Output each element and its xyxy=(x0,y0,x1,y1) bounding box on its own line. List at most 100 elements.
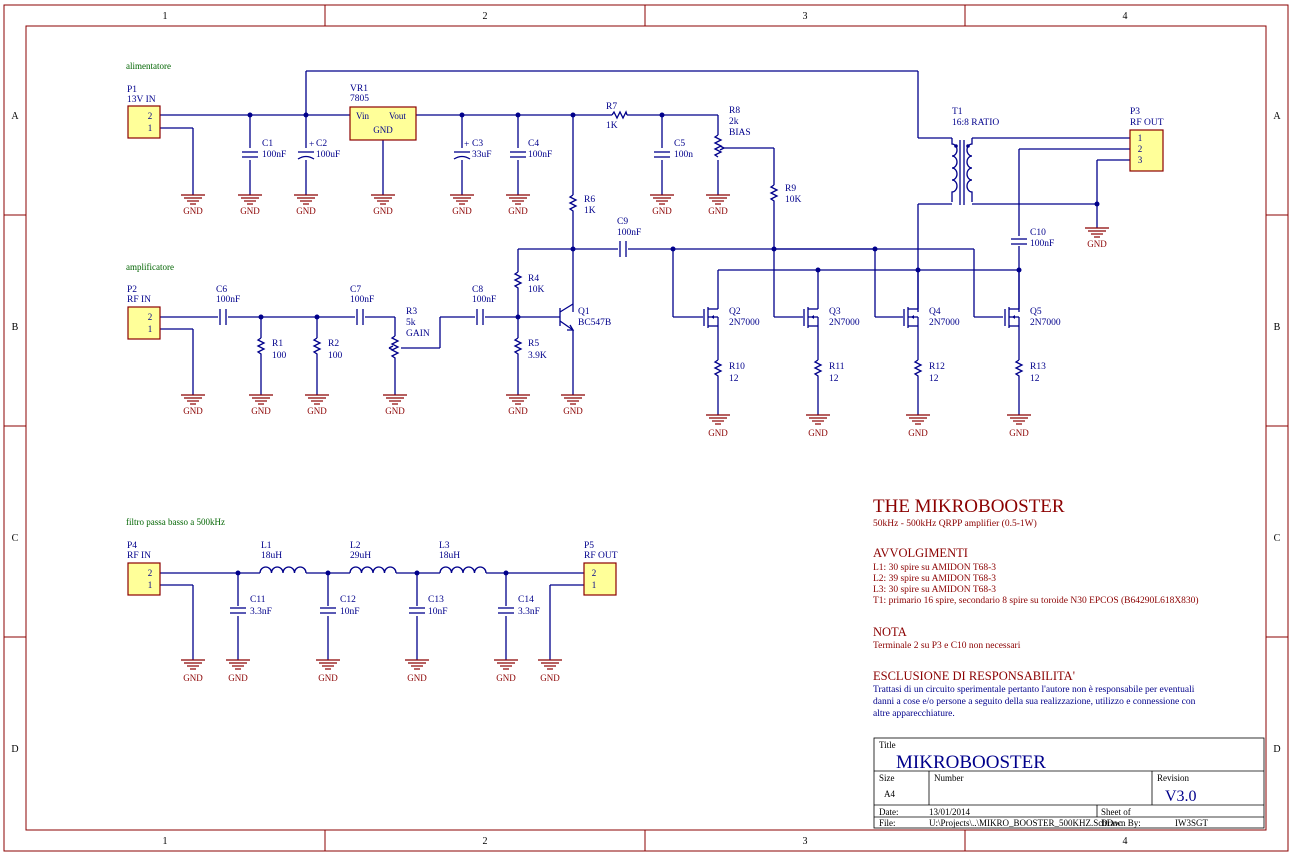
ground-symbol: GND xyxy=(506,194,530,216)
junction-dot xyxy=(247,112,253,118)
svg-text:12: 12 xyxy=(929,374,939,384)
size-label: Size xyxy=(879,773,895,783)
ground-symbol: GND xyxy=(249,394,273,416)
svg-text:C1: C1 xyxy=(262,139,273,149)
svg-text:C12: C12 xyxy=(340,595,356,605)
title-label: Title xyxy=(879,740,896,750)
svg-text:10K: 10K xyxy=(785,195,802,205)
svg-text:1: 1 xyxy=(1138,133,1143,143)
svg-text:100nF: 100nF xyxy=(1030,239,1054,249)
capacitor-c12: C12 10nF xyxy=(320,595,360,617)
connector-p4: 2 1 P4 RF IN xyxy=(127,541,161,596)
svg-text:GND: GND xyxy=(908,428,928,438)
svg-text:GND: GND xyxy=(240,206,260,216)
svg-text:2N7000: 2N7000 xyxy=(829,318,860,328)
svg-text:GND: GND xyxy=(1009,428,1029,438)
resistor-r4: R4 10K xyxy=(513,271,545,295)
power-wires xyxy=(160,70,952,312)
notes-subtitle: 50kHz - 500kHz QRPP amplifier (0.5-1W) xyxy=(873,518,1037,529)
svg-text:1: 1 xyxy=(592,580,597,590)
ground-symbol: GND xyxy=(494,659,518,683)
svg-text:100nF: 100nF xyxy=(262,150,286,160)
svg-text:2: 2 xyxy=(592,568,597,578)
ground-symbol: GND xyxy=(226,659,250,683)
resistor-r12: R12 12 xyxy=(913,359,945,384)
svg-text:BC547B: BC547B xyxy=(578,318,611,328)
capacitor-c13: C13 10nF xyxy=(409,595,448,617)
svg-text:Q2: Q2 xyxy=(729,307,741,317)
p4-name: RF IN xyxy=(127,551,151,561)
frame-col-4-bottom: 4 xyxy=(1123,836,1128,847)
svg-text:R2: R2 xyxy=(328,339,339,349)
junction-dot xyxy=(515,314,521,320)
p5-ref: P5 xyxy=(584,541,594,551)
svg-text:100nF: 100nF xyxy=(528,150,552,160)
frame-row-d-right: D xyxy=(1273,744,1280,755)
svg-text:R11: R11 xyxy=(829,362,845,372)
svg-text:3.3nF: 3.3nF xyxy=(250,607,272,617)
svg-text:R8: R8 xyxy=(729,106,740,116)
p1-ref: P1 xyxy=(127,85,137,95)
disclaimer-line: Trattasi di un circuito sperimentale per… xyxy=(873,685,1195,695)
ground-symbol: GND xyxy=(181,659,205,683)
junction-dot xyxy=(258,314,264,320)
junction-dot xyxy=(771,246,777,252)
svg-text:100nF: 100nF xyxy=(617,228,641,238)
svg-text:C7: C7 xyxy=(350,285,361,295)
resistor-r11: R11 12 xyxy=(813,359,845,384)
junction-dot xyxy=(1016,267,1022,273)
svg-text:3.9K: 3.9K xyxy=(528,351,547,361)
svg-text:GND: GND xyxy=(183,206,203,216)
svg-text:+: + xyxy=(309,140,314,150)
resistor-r7: R7 1K xyxy=(606,102,628,131)
revision-value: V3.0 xyxy=(1165,788,1197,805)
potentiometer-r8: R8 2k BIAS xyxy=(713,106,751,158)
mosfet-q4: Q4 2N7000 xyxy=(903,305,960,330)
notes-block: THE MIKROBOOSTER 50kHz - 500kHz QRPP amp… xyxy=(873,496,1199,719)
drawn-by-value: IW3SGT xyxy=(1175,818,1208,828)
inductor-l3: L3 18uH xyxy=(439,541,487,574)
svg-text:Vout: Vout xyxy=(389,111,406,121)
junction-dot xyxy=(235,570,241,576)
svg-text:R1: R1 xyxy=(272,339,283,349)
svg-text:R9: R9 xyxy=(785,184,796,194)
svg-text:Q1: Q1 xyxy=(578,307,590,317)
capacitor-c11: C11 3.3nF xyxy=(230,595,272,617)
capacitor-c14: C14 3.3nF xyxy=(498,595,540,617)
svg-text:GND: GND xyxy=(296,206,316,216)
svg-text:R7: R7 xyxy=(606,102,617,112)
svg-text:GND: GND xyxy=(708,206,728,216)
svg-text:2: 2 xyxy=(148,312,153,322)
svg-text:12: 12 xyxy=(1030,374,1040,384)
svg-text:33uF: 33uF xyxy=(472,150,492,160)
svg-text:Vin: Vin xyxy=(356,111,369,121)
svg-text:18uH: 18uH xyxy=(261,551,282,561)
ground-symbol: GND xyxy=(506,394,530,416)
connector-p5: 2 1 P5 RF OUT xyxy=(583,541,618,596)
frame-col-1-top: 1 xyxy=(163,11,168,22)
ground-symbol: GND xyxy=(371,194,395,216)
svg-text:100nF: 100nF xyxy=(216,295,240,305)
disclaimer-line: altre apparecchiature. xyxy=(873,709,955,719)
frame-row-b-left: B xyxy=(12,322,19,333)
note-text: Terminale 2 su P3 e C10 non necessari xyxy=(873,641,1021,651)
ground-symbol: GND xyxy=(450,194,474,216)
svg-text:2k: 2k xyxy=(729,117,739,127)
frame-row-c-right: C xyxy=(1274,533,1281,544)
connector-p3: 1 2 3 P3 RF OUT xyxy=(1129,107,1164,172)
svg-text:5k: 5k xyxy=(406,318,416,328)
svg-text:29uH: 29uH xyxy=(350,551,371,561)
svg-text:R13: R13 xyxy=(1030,362,1046,372)
junction-dot xyxy=(303,112,309,118)
capacitor-c2: + C2 100uF xyxy=(297,139,340,160)
frame-row-a-right: A xyxy=(1273,111,1281,122)
ground-symbol: GND xyxy=(294,194,318,216)
svg-text:R3: R3 xyxy=(406,307,417,317)
svg-text:GND: GND xyxy=(540,673,560,683)
ground-symbol: GND xyxy=(706,194,730,216)
ground-symbol: GND xyxy=(181,194,205,216)
junction-dot xyxy=(815,267,821,273)
svg-text:1: 1 xyxy=(148,123,153,133)
vr1-ref: VR1 xyxy=(350,84,368,94)
p4-ref: P4 xyxy=(127,541,137,551)
